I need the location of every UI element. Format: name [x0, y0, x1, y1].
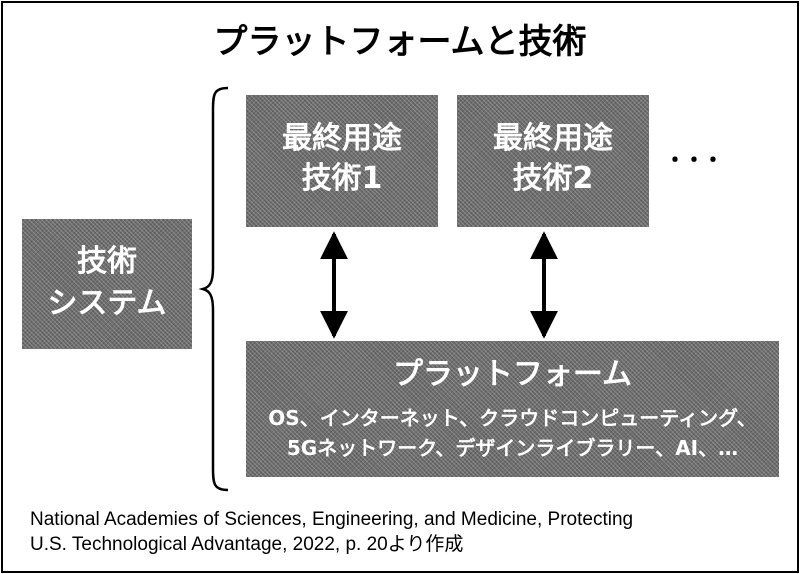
platform-box: プラットフォーム OS、インターネット、クラウドコンピューティング、 5Gネット…: [246, 341, 779, 477]
platform-title: プラットフォーム: [392, 357, 633, 392]
tech-system-line2: システム: [47, 286, 167, 321]
platform-line1: OS、インターネット、クラウドコンピューティング、: [268, 406, 757, 430]
curly-brace: [198, 86, 229, 492]
source-citation: National Academies of Sciences, Engineer…: [30, 507, 633, 557]
source-line1: National Academies of Sciences, Engineer…: [30, 509, 634, 530]
end-use-2-line2: 技術2: [512, 161, 594, 196]
end-use-tech-1-box: 最終用途 技術1: [246, 95, 438, 227]
end-use-2-line1: 最終用途: [493, 121, 613, 156]
tech-system-box: 技術 システム: [22, 219, 192, 349]
platform-line2: 5Gネットワーク、デザインライブラリー、AI、…: [286, 436, 739, 460]
end-use-1-line1: 最終用途: [282, 121, 402, 156]
end-use-1-line2: 技術1: [301, 161, 383, 196]
source-line2: U.S. Technological Advantage, 2022, p. 2…: [30, 534, 464, 555]
end-use-tech-2-box: 最終用途 技術2: [457, 95, 649, 227]
tech-system-line1: 技術: [77, 244, 137, 279]
diagram-title: プラットフォームと技術: [213, 22, 587, 62]
more-ellipsis: ･･･: [668, 146, 726, 176]
